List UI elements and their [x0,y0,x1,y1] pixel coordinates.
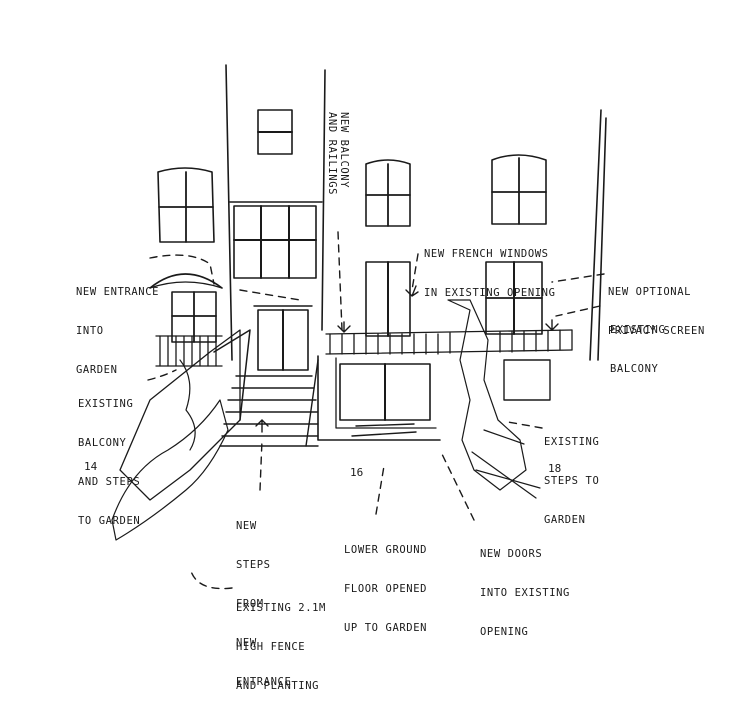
label-privacy-screen: NEW OPTIONAL PRIVACY SCREEN [608,286,705,337]
left-fence-planting [111,329,241,541]
right-upper-window-1 [365,159,411,227]
right-french-window [365,261,411,337]
middle-house-outline [225,64,607,361]
leader-lines [147,231,605,590]
label-new-entrance: NEW ENTRANCE INTO GARDEN [76,286,160,376]
house-number-left: 14 [84,460,98,473]
label-french-windows: NEW FRENCH WINDOWS IN EXISTING OPENING [424,248,556,299]
left-balcony-railing [155,335,223,367]
lower-ground-doors [317,355,551,441]
house-number-right: 18 [548,462,562,475]
label-existing-balcony: EXISTING BALCONY [610,324,666,375]
label-new-balcony: NEW BALCONY AND RAILINGS [326,112,350,196]
arrow-marks [255,285,559,433]
middle-first-floor-window [229,201,323,279]
right-house-18-window [485,261,543,335]
house-number-middle: 16 [350,466,364,479]
left-entrance-canopy [149,273,223,343]
new-balcony-railing [325,329,573,355]
label-existing-balcony-steps: EXISTING BALCONY AND STEPS TO GARDEN [78,398,141,527]
right-upper-window-2 [491,154,547,225]
label-new-steps: NEW STEPS FROM NEW ENTRANCE [236,520,292,688]
label-lower-ground: LOWER GROUND FLOOR OPENED UP TO GARDEN [344,544,428,634]
left-upper-window [157,167,215,243]
label-new-doors: NEW DOORS INTO EXISTING OPENING [480,548,570,638]
label-existing-steps: EXISTING STEPS TO GARDEN [544,436,600,526]
label-fence: EXISTING 2.1m HIGH FENCE AND PLANTING [236,602,326,692]
right-planting-steps [447,299,541,499]
middle-french-doors [253,305,313,371]
top-window [257,109,293,155]
new-steps [213,329,417,447]
